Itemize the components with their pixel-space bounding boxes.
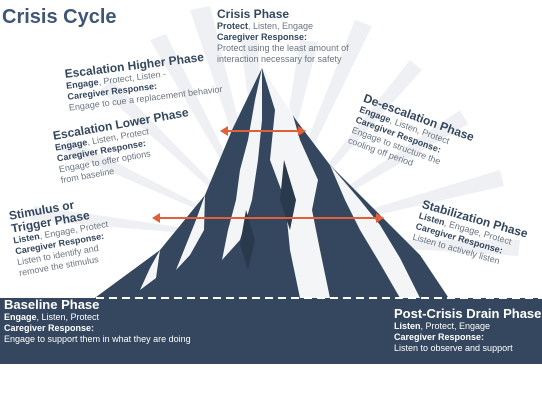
lower-double-arrow [152,213,384,223]
crisis-phase-title: Crisis Phase [217,7,290,21]
upper-double-arrow [220,126,306,136]
mountain-shape [92,68,450,300]
crisis-response-line-2: interaction necessary for safety [217,54,342,64]
post-crisis-block: Post-Crisis Drain Phase Listen, Protect,… [394,306,541,354]
snow-highlights [140,68,420,298]
post-crisis-response-line-1: Listen to observe and support [394,343,513,353]
crisis-response-label: Caregiver Response: [217,32,308,42]
crisis-phase-order: Protect, Listen, Engage [217,21,314,31]
baseline-block: Baseline Phase Engage, Listen, Protect C… [4,297,191,345]
baseline-order: Engage, Listen, Protect [4,312,100,322]
baseline-response-line-1: Engage to support them in what they are … [4,334,191,344]
post-crisis-order: Listen, Protect, Engage [394,321,491,331]
rock-crevices [240,160,296,270]
baseline-response-label: Caregiver Response: [4,323,95,333]
post-crisis-title: Post-Crisis Drain Phase [394,306,542,321]
crisis-phase-block: Crisis Phase Protect, Listen, Engage Car… [217,8,349,65]
baseline-band [0,298,542,364]
post-crisis-response-label: Caregiver Response: [394,332,485,342]
baseline-title: Baseline Phase [4,297,100,312]
crisis-response-line-1: Protect using the least amount of [217,43,349,53]
diagram-title: Crisis Cycle [2,6,117,28]
